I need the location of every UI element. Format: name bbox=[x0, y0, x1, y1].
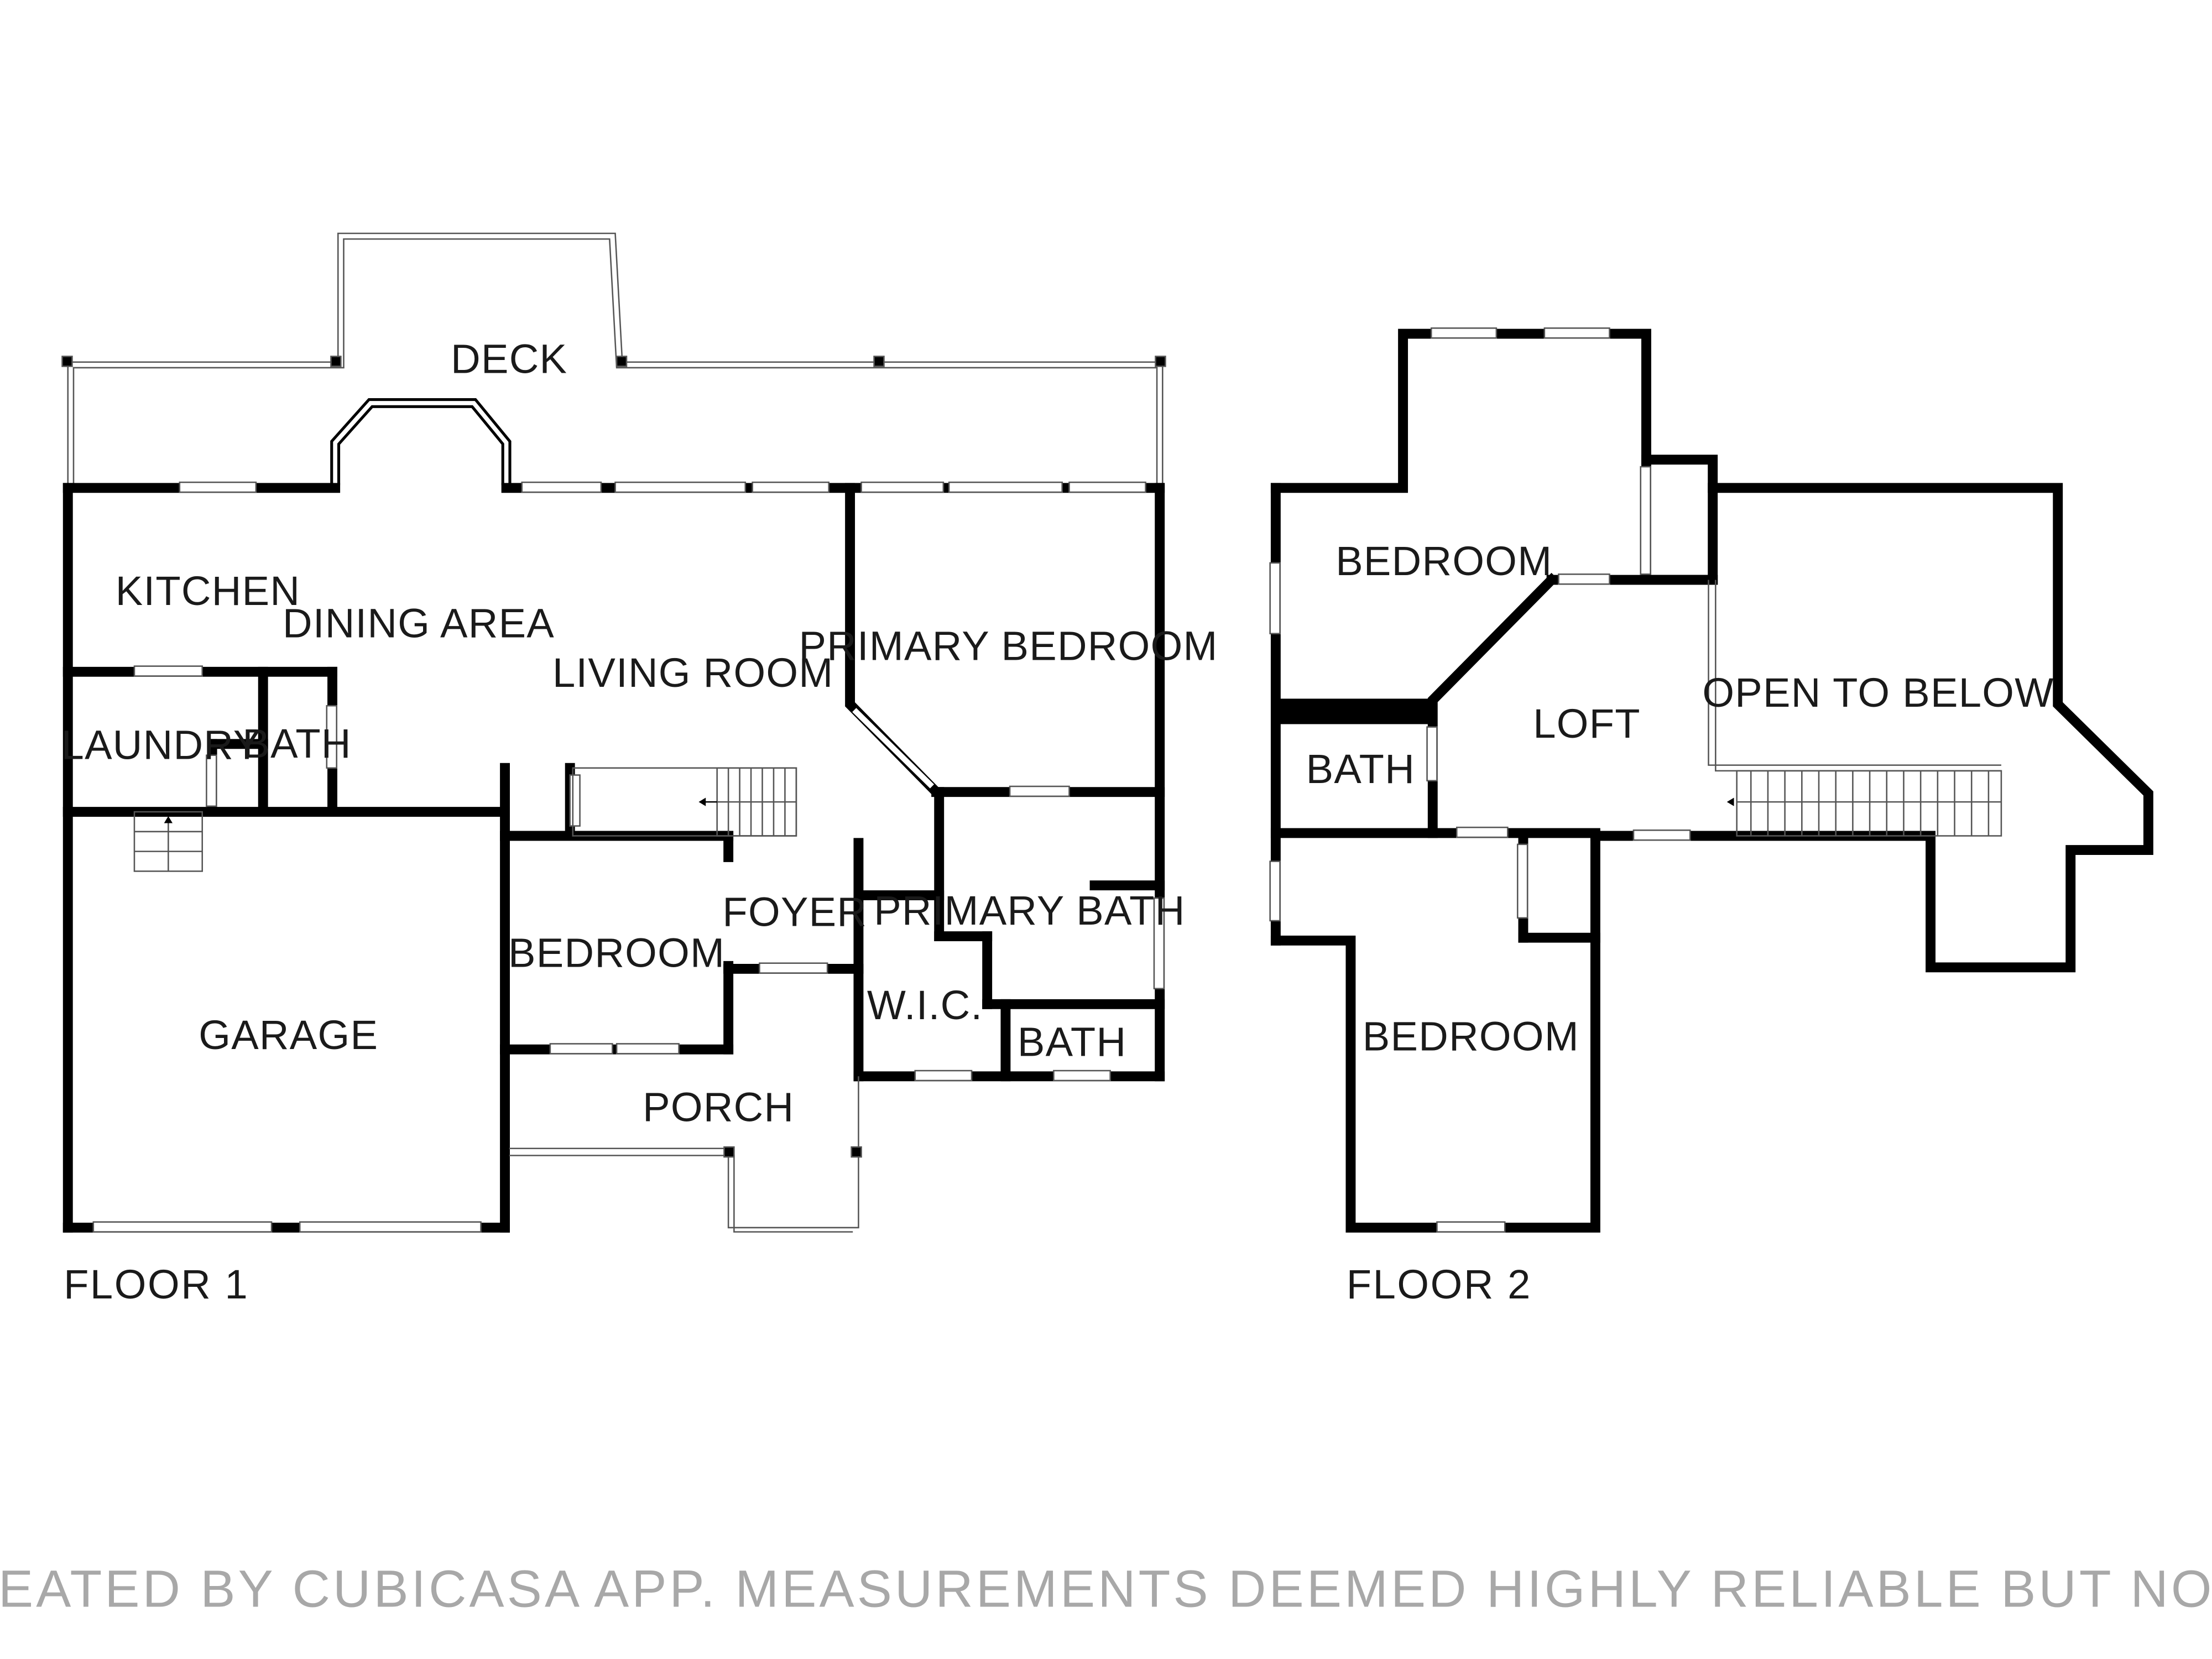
deck-outline bbox=[61, 232, 1166, 486]
room-label-laundry: LAUNDRY bbox=[61, 722, 262, 768]
room-label-porch: PORCH bbox=[643, 1084, 794, 1130]
room-label-bath-1: BATH bbox=[242, 721, 351, 766]
floor-1-label: FLOOR 1 bbox=[64, 1261, 249, 1307]
floor-2-walls bbox=[1270, 328, 2153, 1233]
room-label-bath-2: BATH bbox=[1018, 1019, 1126, 1065]
floor-2-thick-wall bbox=[1275, 698, 1433, 724]
room-label-bedroom-lower: BEDROOM bbox=[1363, 1013, 1579, 1059]
footer-disclaimer: FLOOR PLAN CREATED BY CUBICASA APP. MEAS… bbox=[0, 1559, 2212, 1618]
room-label-primary-bath: PRIMARY BATH bbox=[874, 888, 1185, 933]
floor-2-plan: BEDROOM OPEN TO BELOW LOFT BATH BEDROOM … bbox=[1269, 327, 2153, 1307]
room-label-open-to-below: OPEN TO BELOW bbox=[1702, 670, 2054, 716]
room-label-deck: DECK bbox=[451, 336, 567, 382]
room-label-bedroom: BEDROOM bbox=[508, 930, 725, 975]
room-label-primary-bedroom: PRIMARY BEDROOM bbox=[799, 623, 1218, 669]
room-label-bedroom-upper: BEDROOM bbox=[1335, 538, 1552, 584]
floor-2-windows bbox=[1269, 327, 1691, 1233]
room-label-loft: LOFT bbox=[1533, 701, 1641, 747]
room-label-garage: GARAGE bbox=[199, 1012, 378, 1058]
room-label-foyer: FOYER bbox=[722, 889, 867, 935]
floor-1-plan: DECK KITCHEN DINING AREA LIVING ROOM PRI… bbox=[61, 232, 1218, 1307]
room-label-kitchen: KITCHEN bbox=[116, 568, 300, 614]
room-label-bath-upper: BATH bbox=[1306, 746, 1415, 792]
floor-1-stairs bbox=[133, 767, 797, 872]
porch-outline bbox=[509, 1076, 862, 1233]
floor-1-windows bbox=[92, 481, 1165, 1233]
room-label-living-room: LIVING ROOM bbox=[552, 650, 834, 696]
floor-2-stairs bbox=[1726, 770, 2002, 837]
room-label-dining-area: DINING AREA bbox=[283, 601, 555, 646]
bay-window bbox=[330, 398, 512, 486]
room-label-wic: W.I.C. bbox=[867, 982, 983, 1028]
floor-2-label: FLOOR 2 bbox=[1347, 1261, 1532, 1307]
